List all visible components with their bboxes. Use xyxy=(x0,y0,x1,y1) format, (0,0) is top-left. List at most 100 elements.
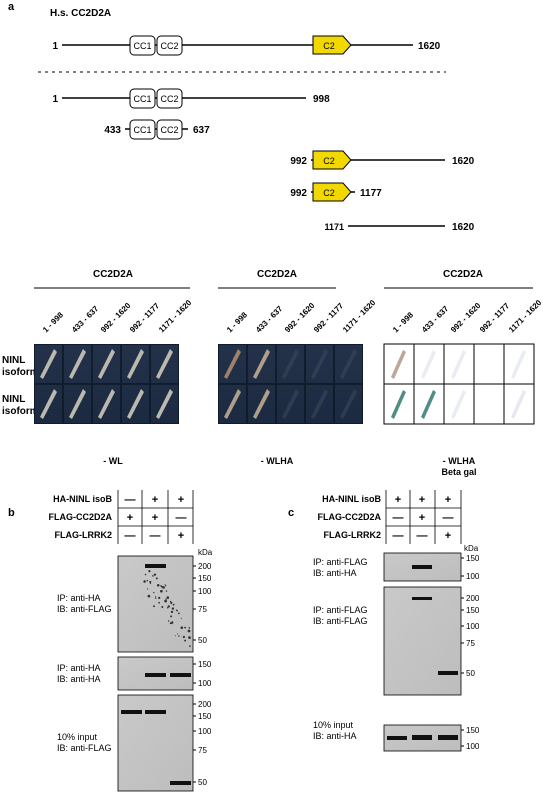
blot-speckle xyxy=(153,573,157,576)
betagal-streak xyxy=(451,390,466,419)
blot-b2: IP: anti-HA IB: anti-HA 150 100 xyxy=(57,656,212,691)
blot-speckle xyxy=(182,635,186,639)
blot-speckle xyxy=(188,626,191,629)
plate-cell xyxy=(92,344,121,384)
svg-text:+: + xyxy=(178,494,184,506)
svg-text:1171: 1171 xyxy=(324,222,344,232)
svg-text:75: 75 xyxy=(198,746,207,755)
svg-text:10% input: 10% input xyxy=(313,720,354,730)
column-label: 992 - 1620 xyxy=(283,301,317,335)
colony-streak xyxy=(156,389,173,419)
blot-speckle xyxy=(188,636,191,639)
plate-cell xyxy=(334,344,363,384)
svg-text:100: 100 xyxy=(466,622,480,631)
colony-streak xyxy=(69,349,86,379)
blot-speckle xyxy=(147,588,149,590)
blot-speckle xyxy=(155,577,158,580)
blot-speckle xyxy=(164,599,167,603)
fragment-1-998: 1 CC1 CC2 998 xyxy=(52,88,330,109)
colony-streak xyxy=(253,389,270,419)
blot-speckle xyxy=(156,584,160,587)
svg-text:50: 50 xyxy=(466,669,475,678)
blot-c2: IP: anti-FLAG IB: anti-FLAG 200 150 100 … xyxy=(313,586,480,696)
blot-speckle xyxy=(170,601,173,605)
blot-speckle xyxy=(169,622,172,625)
plate-cell xyxy=(305,384,334,424)
plate-cell xyxy=(247,344,276,384)
svg-text:IB: anti-FLAG: IB: anti-FLAG xyxy=(57,604,112,614)
c2-label: C2 xyxy=(323,41,335,51)
svg-text:100: 100 xyxy=(466,742,480,751)
panel-c-letter: c xyxy=(288,507,294,519)
column-label: 1 - 998 xyxy=(391,310,415,334)
blot-speckle xyxy=(143,580,146,583)
svg-text:1177: 1177 xyxy=(360,188,382,199)
betagal-streak xyxy=(391,350,406,379)
blot-speckle xyxy=(171,607,175,610)
blot-speckle xyxy=(171,622,173,625)
svg-text:150: 150 xyxy=(198,574,212,583)
blot-speckle xyxy=(165,590,168,592)
blot-speckle xyxy=(176,633,178,635)
svg-text:+: + xyxy=(178,530,184,542)
svg-text:1620: 1620 xyxy=(452,156,475,167)
svg-text:FLAG-CC2D2A: FLAG-CC2D2A xyxy=(317,512,381,522)
column-label: 433 - 637 xyxy=(254,304,285,335)
betagal-streak xyxy=(391,390,406,419)
blot-speckle xyxy=(180,617,182,619)
fragment-433-637: 433 CC1 CC2 637 xyxy=(104,119,210,140)
plate-cell xyxy=(334,384,363,424)
blot-speckle xyxy=(166,607,169,609)
construct-start: 1 xyxy=(52,41,58,52)
blot-speckle xyxy=(152,575,154,577)
construct-end: 1620 xyxy=(418,41,441,52)
svg-text:C2: C2 xyxy=(323,156,335,166)
cc1-label: CC1 xyxy=(133,41,151,51)
plate-cell xyxy=(247,384,276,424)
panel-c-kda: kDa xyxy=(464,544,479,553)
svg-text:+: + xyxy=(152,512,158,524)
blot-speckle xyxy=(161,605,164,609)
svg-text:1: 1 xyxy=(52,94,58,105)
blot-speckle xyxy=(160,589,163,593)
blot-speckle xyxy=(147,594,151,598)
panel-c-conditions: HA-NINL isoB FLAG-CC2D2A FLAG-LRRK2 + + … xyxy=(317,490,462,544)
svg-text:+: + xyxy=(419,494,425,506)
plate-background xyxy=(34,344,179,424)
c2-domain xyxy=(312,35,352,55)
blot-speckle xyxy=(165,598,167,600)
colony-streak xyxy=(40,349,57,379)
plate-cell xyxy=(63,344,92,384)
row-label-isoA-line2: isoform A xyxy=(2,367,48,378)
plate-cell xyxy=(92,384,121,424)
blot-speckle xyxy=(174,635,176,637)
svg-text:—: — xyxy=(443,512,454,524)
y2h-panel-wl xyxy=(34,344,179,424)
blot-speckle xyxy=(170,615,173,618)
y2h-header-betagal: CC2D2A xyxy=(443,269,483,280)
betagal-streak xyxy=(511,350,526,379)
svg-text:+: + xyxy=(152,494,158,506)
cc1-domain xyxy=(129,35,156,56)
colony-streak xyxy=(340,349,357,379)
y2h-headers: CC2D2A CC2D2A CC2D2A xyxy=(34,269,533,289)
blot-speckle xyxy=(184,639,187,642)
svg-text:—: — xyxy=(417,530,428,542)
svg-text:1620: 1620 xyxy=(452,222,475,233)
svg-text:IP: anti-FLAG: IP: anti-FLAG xyxy=(313,557,368,567)
column-label: 433 - 637 xyxy=(70,304,101,335)
colony-streak xyxy=(224,349,241,379)
svg-text:C2: C2 xyxy=(323,188,335,198)
colony-streak xyxy=(127,389,144,419)
betagal-cell xyxy=(503,383,535,425)
column-label: 433 - 637 xyxy=(420,304,451,335)
betagal-streak xyxy=(421,350,436,379)
colony-streak xyxy=(311,349,328,379)
plate-cell xyxy=(121,344,150,384)
blot-speckle xyxy=(176,610,179,612)
y2h-header-wlha: CC2D2A xyxy=(257,269,297,280)
colony-streak xyxy=(127,349,144,379)
plate-cell xyxy=(121,384,150,424)
svg-text:75: 75 xyxy=(198,605,207,614)
svg-text:IB: anti-HA: IB: anti-HA xyxy=(313,731,357,741)
